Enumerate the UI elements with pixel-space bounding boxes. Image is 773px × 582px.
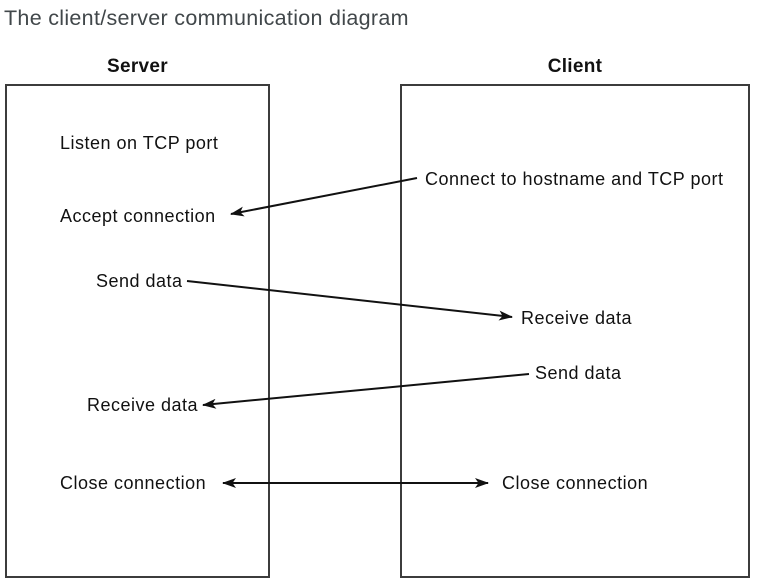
client-box — [400, 84, 750, 578]
server-step-receive-data: Receive data — [87, 395, 199, 415]
server-step-send-data: Send data — [96, 271, 183, 291]
client-box-label: Client — [547, 56, 603, 77]
server-step-close-connection: Close connection — [60, 473, 207, 493]
diagram-title: The client/server communication diagram — [4, 6, 409, 30]
client-step-receive-data: Receive data — [521, 308, 633, 328]
client-step-connect-hostname: Connect to hostname and TCP port — [425, 169, 724, 189]
server-step-listen-tcp-port: Listen on TCP port — [60, 133, 219, 153]
server-box — [5, 84, 270, 578]
server-box-label: Server — [107, 56, 168, 77]
client-step-close-connection: Close connection — [502, 473, 649, 493]
client-step-send-data: Send data — [535, 363, 622, 383]
server-step-accept-connection: Accept connection — [60, 206, 216, 226]
